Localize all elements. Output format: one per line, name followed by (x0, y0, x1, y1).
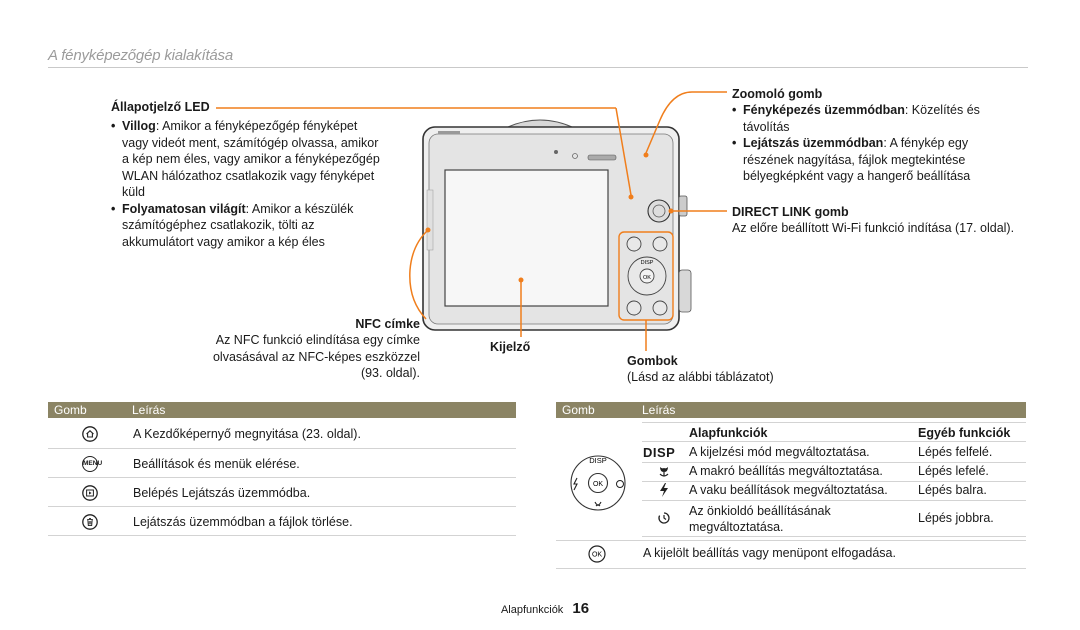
home-icon (82, 426, 98, 442)
direct-link-desc: Az előre beállított Wi-Fi funkció indítá… (732, 221, 1015, 235)
camera-ok-text: OK (643, 275, 651, 281)
left-table-header: Gomb Leírás (48, 402, 516, 418)
direct-link-button (647, 199, 671, 223)
nfc-desc: Az NFC funkció elindítása egy címke olva… (212, 333, 420, 380)
status-led-bullet-steady: Folyamatosan világít: Amikor a készülék … (111, 201, 387, 251)
footer-section: Alapfunkciók (500, 604, 564, 616)
ok-row-desc: A kijelölt beállítás vagy menüpont elfog… (643, 546, 896, 560)
nfc-title: NFC címke (355, 317, 420, 331)
display-title: Kijelző (490, 340, 531, 354)
playback-button (626, 300, 642, 316)
subheader-bottom-rule (642, 441, 1026, 442)
ok-icon: OK (588, 545, 606, 563)
nav-row-basic: A makró beállítás megváltoztatása. (689, 464, 883, 478)
home-button (626, 236, 642, 252)
row-divider (642, 462, 1026, 463)
dial-ok-text: OK (593, 481, 603, 488)
nav-row-basic: Az önkioldó beállításának megváltoztatás… (689, 504, 831, 534)
sub-col-other: Egyéb funkciók (918, 426, 1011, 440)
playback-icon (82, 485, 98, 501)
right-col-button: Gomb (562, 403, 595, 417)
zoom-bullets: Fényképezés üzemmódban: Közelítés és táv… (732, 102, 992, 185)
row-divider (642, 481, 1026, 482)
disp-icon: DISP (643, 445, 676, 460)
left-col-button: Gomb (54, 403, 87, 417)
row-divider (48, 506, 516, 507)
trash-icon (82, 514, 98, 530)
left-row-desc: Lejátszás üzemmódban a fájlok törlése. (133, 515, 353, 529)
zoom-bullet-shooting: Fényképezés üzemmódban: Közelítés és táv… (732, 102, 992, 135)
nav-row-basic: A vaku beállítások megváltoztatása. (689, 483, 888, 497)
subheader-top-rule (642, 422, 1026, 423)
camera-disp-text: DISP (641, 260, 654, 266)
row-divider (556, 540, 1026, 541)
flash-icon (658, 482, 670, 498)
page-footer: Alapfunkciók 16 (470, 600, 620, 617)
nav-row-other: Lépés felfelé. (918, 445, 993, 459)
status-led-title: Állapotjelző LED (111, 100, 210, 114)
row-divider (642, 500, 1026, 501)
display-screen (444, 169, 609, 307)
right-col-desc: Leírás (642, 403, 676, 417)
nav-row-other: Lépés jobbra. (918, 511, 994, 525)
status-led-bullets: Villog: Amikor a fényképezőgép fényképet… (111, 118, 387, 250)
nav-row-basic: A kijelzési mód megváltoztatása. (689, 445, 870, 459)
timer-icon (657, 511, 671, 525)
row-divider (556, 568, 1026, 569)
delete-button (652, 300, 668, 316)
left-row-desc: A Kezdőképernyő megnyitása (23. oldal). (133, 427, 361, 441)
macro-icon (657, 464, 671, 478)
row-divider (48, 448, 516, 449)
buttons-title: Gombok (627, 354, 678, 368)
menu-icon: MENU (82, 456, 102, 472)
dial-disp-text: DISP (589, 456, 607, 465)
sub-col-basic: Alapfunkciók (689, 426, 768, 440)
direct-link-title: DIRECT LINK gomb (732, 205, 849, 219)
row-divider (48, 535, 516, 536)
left-row-desc: Beállítások és menük elérése. (133, 457, 300, 471)
nav-row-other: Lépés lefelé. (918, 464, 989, 478)
row-divider (48, 477, 516, 478)
camera-illustration: OK DISP (216, 91, 727, 351)
ok-icon-text: OK (592, 552, 602, 559)
title-divider (48, 67, 1028, 68)
zoom-title: Zoomoló gomb (732, 87, 823, 101)
left-col-desc: Leírás (132, 403, 166, 417)
zoom-bullet-playback: Lejátszás üzemmódban: A fénykép egy rész… (732, 135, 992, 185)
nav-dial-illustration: OK DISP (570, 455, 626, 511)
row-divider (642, 536, 1026, 537)
status-led-bullet-blink: Villog: Amikor a fényképezőgép fényképet… (111, 118, 387, 201)
right-table-header: Gomb Leírás (556, 402, 1026, 418)
page-number: 16 (572, 600, 590, 617)
buttons-desc: (Lásd az alábbi táblázatot) (627, 370, 774, 384)
menu-button (652, 236, 668, 252)
nav-row-other: Lépés balra. (918, 483, 987, 497)
page-title: A fényképezőgép kialakítása (48, 47, 234, 64)
left-row-desc: Belépés Lejátszás üzemmódba. (133, 486, 311, 500)
